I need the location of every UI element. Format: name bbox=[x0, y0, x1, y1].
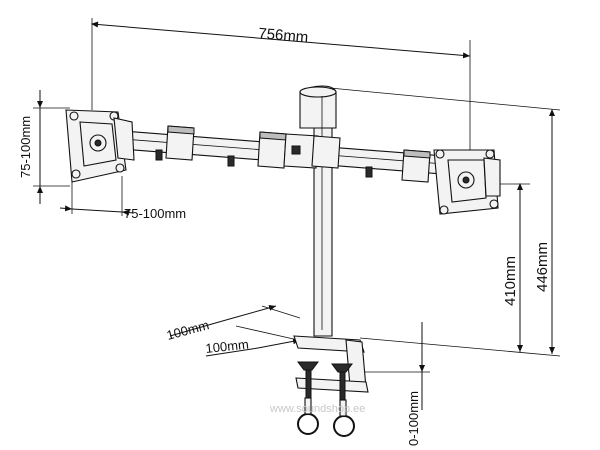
vesa-horizontal-label: 75-100mm bbox=[124, 206, 186, 221]
desk-thickness-dimension: 0-100mm bbox=[360, 322, 430, 446]
width-label: 756mm bbox=[258, 25, 309, 46]
height-dimensions: 446mm 410mm bbox=[329, 87, 561, 357]
right-vesa-plate bbox=[433, 149, 501, 215]
left-vesa-plate bbox=[65, 109, 135, 183]
desk-thickness-label: 0-100mm bbox=[406, 391, 421, 446]
center-hub bbox=[283, 133, 319, 169]
vesa-horizontal-dimension: 75-100mm bbox=[59, 176, 186, 221]
pole bbox=[313, 95, 333, 337]
height-total-label: 446mm bbox=[534, 242, 551, 292]
vesa-vertical-label: 75-100mm bbox=[18, 116, 33, 178]
clamp-depth-lower-label: 100mm bbox=[205, 337, 250, 356]
vesa-vertical-dimension: 75-100mm bbox=[18, 90, 70, 204]
monitor-mount bbox=[65, 85, 501, 437]
desk-clamp bbox=[293, 335, 369, 437]
watermark: www.soundshop.ee bbox=[269, 403, 365, 415]
clamp-depth-upper-label: 100mm bbox=[165, 317, 211, 343]
height-arm-label: 410mm bbox=[502, 256, 519, 306]
clamp-depth-dimensions: 100mm 100mm bbox=[165, 304, 301, 357]
width-dimension: 756mm bbox=[91, 18, 471, 150]
